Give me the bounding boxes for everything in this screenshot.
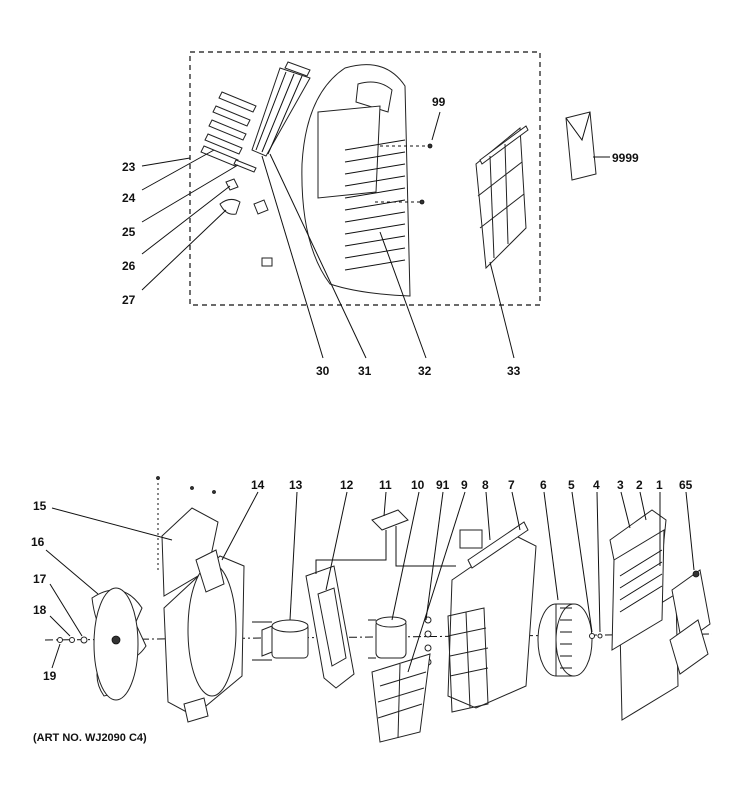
inner-grille bbox=[371, 653, 431, 743]
label-15: 15 bbox=[33, 499, 47, 513]
clip-hardware bbox=[589, 633, 603, 639]
label-33: 33 bbox=[507, 364, 521, 378]
label-3: 3 bbox=[617, 478, 624, 492]
blower-housing bbox=[447, 521, 537, 713]
label-7: 7 bbox=[508, 478, 515, 492]
shroud-cover bbox=[156, 476, 219, 597]
blower-wheel bbox=[537, 603, 593, 677]
label-17: 17 bbox=[33, 572, 47, 586]
screws-top bbox=[375, 143, 433, 205]
label-16: 16 bbox=[31, 535, 45, 549]
label-27: 27 bbox=[122, 293, 136, 307]
leader-lines-bottom bbox=[45, 491, 695, 673]
label-10: 10 bbox=[411, 478, 425, 492]
label-18: 18 bbox=[33, 603, 47, 617]
front-panel-grille bbox=[344, 139, 406, 271]
air-filter bbox=[475, 125, 529, 270]
label-65: 65 bbox=[679, 478, 693, 492]
label-8: 8 bbox=[482, 478, 489, 492]
motor-bracket bbox=[305, 565, 355, 689]
label-19: 19 bbox=[43, 669, 57, 683]
label-1: 1 bbox=[656, 478, 663, 492]
blower-motor bbox=[368, 616, 432, 666]
label-99: 99 bbox=[432, 95, 446, 109]
label-5: 5 bbox=[568, 478, 575, 492]
label-11: 11 bbox=[379, 478, 392, 492]
callout-labels: 23 24 25 26 27 30 31 32 33 99 9999 15 16… bbox=[31, 95, 693, 683]
heater-coils bbox=[669, 569, 711, 675]
label-32: 32 bbox=[418, 364, 432, 378]
vane-bars bbox=[251, 61, 311, 157]
control-parts bbox=[315, 509, 456, 574]
label-9: 9 bbox=[461, 478, 468, 492]
evaporator-assembly bbox=[609, 509, 679, 721]
label-12: 12 bbox=[340, 478, 354, 492]
label-26: 26 bbox=[122, 259, 136, 273]
label-24: 24 bbox=[122, 191, 136, 205]
louver-strips bbox=[200, 91, 257, 173]
label-13: 13 bbox=[289, 478, 303, 492]
label-14: 14 bbox=[251, 478, 265, 492]
top-assembly-dashed-box bbox=[189, 51, 541, 306]
leader-lines-top bbox=[141, 111, 610, 359]
label-6: 6 bbox=[540, 478, 547, 492]
label-23: 23 bbox=[122, 160, 136, 174]
label-31: 31 bbox=[358, 364, 372, 378]
label-25: 25 bbox=[122, 225, 136, 239]
front-panel-housing bbox=[301, 64, 411, 297]
label-2: 2 bbox=[636, 478, 643, 492]
label-4: 4 bbox=[593, 478, 600, 492]
label-30: 30 bbox=[316, 364, 330, 378]
label-9999: 9999 bbox=[612, 151, 639, 165]
art-number: (ART NO. WJ2090 C4) bbox=[33, 732, 147, 744]
housing-grid bbox=[447, 607, 489, 713]
fan-motor bbox=[252, 619, 309, 661]
fan-shroud bbox=[163, 549, 245, 723]
fan-blade bbox=[91, 587, 147, 701]
clips bbox=[219, 178, 273, 267]
fan-hardware bbox=[57, 636, 88, 644]
label-91: 91 bbox=[436, 478, 450, 492]
manual-envelope bbox=[565, 111, 597, 181]
